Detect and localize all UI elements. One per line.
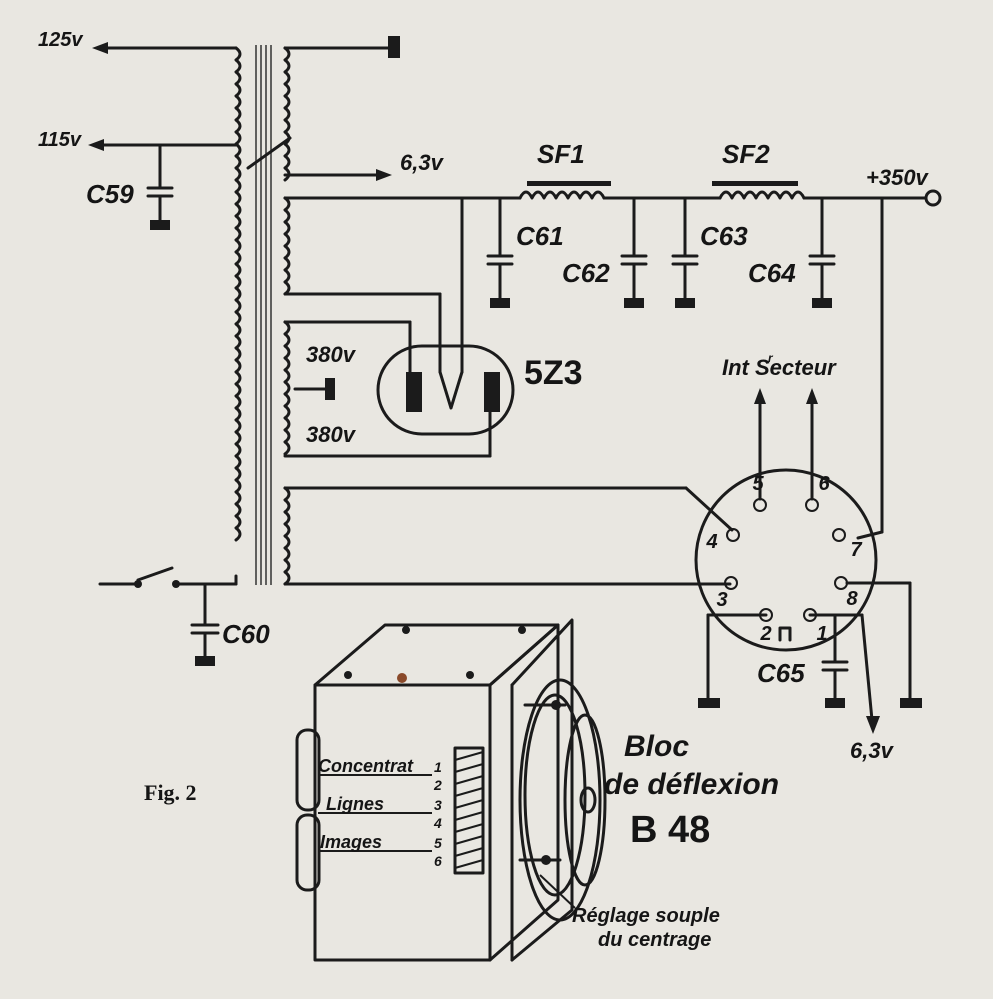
secondary-winding-ht xyxy=(283,320,291,456)
octal-socket xyxy=(694,388,922,734)
ground-pin8-icon xyxy=(900,698,922,708)
pin-label-4: 4 xyxy=(705,531,717,553)
adjust-line1: Réglage souple xyxy=(572,905,720,927)
label-mains-switch-sup: r xyxy=(768,351,774,365)
transformer-core xyxy=(255,45,272,585)
figure-label: Fig. 2 xyxy=(144,780,197,805)
choke-sf2-icon xyxy=(718,190,806,200)
ground-c61-icon xyxy=(490,298,510,308)
socket-pin-8 xyxy=(834,576,848,590)
row-pin-3: 3 xyxy=(434,797,442,813)
row-pin-6: 6 xyxy=(434,853,442,869)
row-lignes: Lignes xyxy=(326,794,384,814)
pin-label-2: 2 xyxy=(759,623,771,645)
block-title-line1: Bloc xyxy=(624,730,689,763)
label-6v3-bottom: 6,3v xyxy=(850,738,895,763)
label-380v-b: 380v xyxy=(306,422,357,447)
cathode-filament-icon xyxy=(438,370,464,410)
ht-centre-tap-icon xyxy=(325,378,335,400)
label-125v: 125v xyxy=(38,29,84,51)
arrow-6v3-bottom-icon xyxy=(866,716,880,734)
secondary-winding-filament xyxy=(283,196,291,296)
row-images: Images xyxy=(320,832,382,852)
label-115v: 115v xyxy=(38,129,83,151)
secondary-wiring xyxy=(246,36,734,586)
row-pin-1: 1 xyxy=(434,759,442,775)
ground-c60-icon xyxy=(195,656,215,666)
mains-switch-icon xyxy=(136,566,174,582)
power-transformer xyxy=(234,45,291,586)
label-c63: C63 xyxy=(700,221,748,251)
secondary-winding-auxiliary xyxy=(283,486,291,586)
socket-pin-4 xyxy=(726,528,740,542)
ground-pin2-icon xyxy=(698,698,720,708)
socket-pin-3 xyxy=(724,576,738,590)
label-c62: C62 xyxy=(562,258,610,288)
ground-c65-icon xyxy=(825,698,845,708)
row-concentrat: Concentrat xyxy=(318,756,414,776)
ground-c63-icon xyxy=(675,298,695,308)
anode-left-icon xyxy=(406,372,422,412)
row-pin-4: 4 xyxy=(433,815,442,831)
pin-label-8: 8 xyxy=(846,588,858,610)
arrow-115v-icon xyxy=(88,139,104,151)
secondary-winding-heater xyxy=(283,46,291,182)
arrow-6v3-top-icon xyxy=(376,169,392,181)
pin-label-7: 7 xyxy=(850,539,862,561)
output-terminal-350v xyxy=(924,189,942,207)
label-6v3-top: 6,3v xyxy=(400,150,445,175)
label-c64: C64 xyxy=(748,258,796,288)
socket-pin-7 xyxy=(832,528,846,542)
ground-c64-icon xyxy=(812,298,832,308)
arrow-switch-right-icon xyxy=(806,388,818,404)
block-title-line2: de déflexion xyxy=(604,768,779,801)
label-sf1: SF1 xyxy=(537,139,585,169)
pin-label-3: 3 xyxy=(716,589,727,611)
row-pin-2: 2 xyxy=(433,777,442,793)
socket-pin-6 xyxy=(805,498,819,512)
label-c61: C61 xyxy=(516,221,564,251)
socket-pin-5 xyxy=(753,498,767,512)
choke-sf1-icon xyxy=(518,190,606,200)
primary-wiring xyxy=(88,42,238,666)
pin-label-1: 1 xyxy=(816,623,827,645)
pin-label-6: 6 xyxy=(818,473,830,495)
label-380v-a: 380v xyxy=(306,342,357,367)
label-mains-switch: Int Secteur xyxy=(722,355,837,380)
pin-label-5: 5 xyxy=(752,473,764,495)
label-350v: +350v xyxy=(866,165,930,190)
label-5z3: 5Z3 xyxy=(524,354,583,392)
labels: 125v 115v 6,3v +350v 380v 380v 6,3v SF1 … xyxy=(38,29,930,951)
arrow-switch-left-icon xyxy=(754,388,766,404)
label-c60: C60 xyxy=(222,619,270,649)
label-c65: C65 xyxy=(757,658,805,688)
block-model: B 48 xyxy=(630,809,710,851)
primary-winding xyxy=(234,46,242,542)
ground-c62-icon xyxy=(624,298,644,308)
label-c59: C59 xyxy=(86,179,134,209)
label-sf2: SF2 xyxy=(722,139,770,169)
adjust-line2: du centrage xyxy=(598,929,711,951)
filter-section xyxy=(486,181,942,540)
heater-plug-icon xyxy=(388,36,400,58)
rectifier-tube xyxy=(376,344,515,436)
row-pin-5: 5 xyxy=(434,835,442,851)
ground-c59-icon xyxy=(150,220,170,230)
anode-right-icon xyxy=(484,372,500,412)
arrow-125v-icon xyxy=(92,42,108,54)
deflection-block-illustration xyxy=(295,618,607,962)
